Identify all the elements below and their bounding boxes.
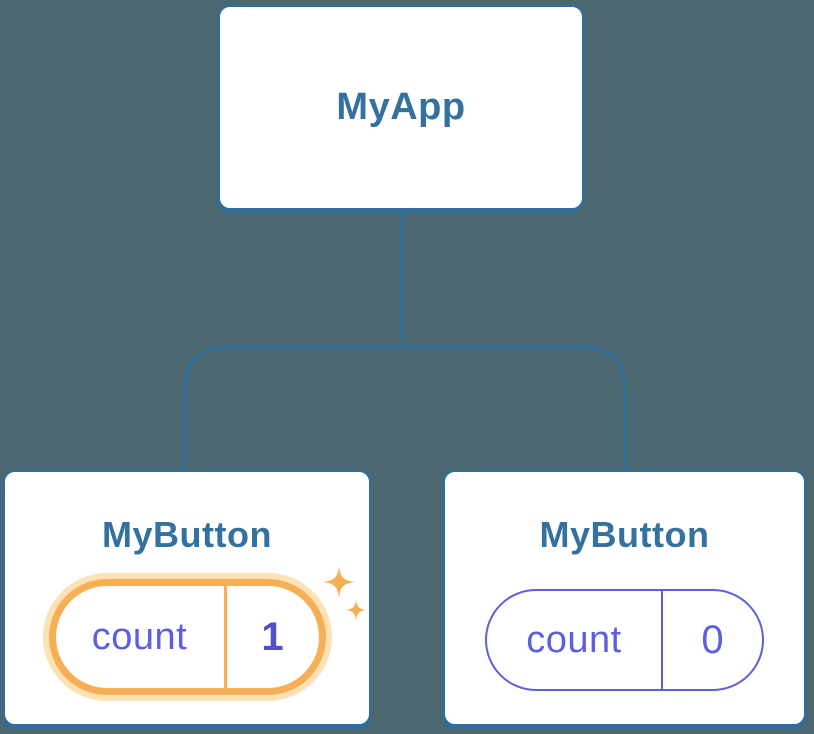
state-value-cell: 0: [663, 591, 762, 689]
child-node-label: MyButton: [102, 514, 272, 555]
state-pill: count 0: [485, 589, 764, 692]
state-key-label: count: [526, 618, 622, 661]
root-node-label: MyApp: [336, 85, 466, 128]
state-key-cell: count: [487, 591, 663, 690]
root-node-myapp: MyApp: [218, 5, 584, 210]
child-node-mybutton-1: MyButton count 1: [3, 470, 371, 726]
child-node-label: MyButton: [539, 514, 710, 555]
state-key-label: count: [91, 615, 188, 658]
state-pill-highlighted: count 1: [48, 579, 326, 696]
child-node-mybutton-2: MyButton count 0: [443, 470, 806, 726]
state-value-cell: 1: [227, 586, 319, 688]
state-value-label: 1: [261, 614, 284, 659]
state-key-cell: count: [56, 586, 227, 689]
state-pill-highlight-ring: count 1: [42, 573, 332, 702]
sparkle-icon-large: [322, 565, 356, 599]
state-value-label: 0: [701, 617, 724, 662]
sparkle-icon-small: [345, 599, 367, 621]
